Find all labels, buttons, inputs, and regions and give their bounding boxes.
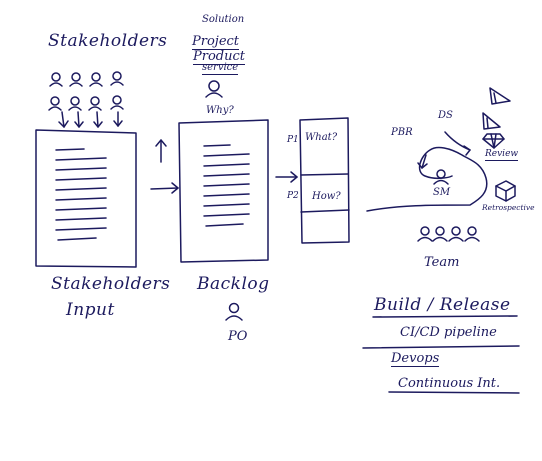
stakeholders-title: Stakeholders <box>48 31 168 51</box>
team-label: Team <box>424 255 460 270</box>
down-arrows <box>58 111 123 128</box>
stakeholder-people-icons <box>48 71 124 111</box>
what-how-box <box>299 117 350 244</box>
p1-label: P1 <box>287 135 299 145</box>
cicd-label: CI/CD pipeline <box>400 325 497 340</box>
person-icon <box>433 169 449 185</box>
arrow-icon <box>58 111 69 128</box>
person-icon <box>464 226 480 242</box>
backlog-label: Backlog <box>197 274 270 294</box>
project-label: Project <box>192 34 240 50</box>
solution-label: Solution <box>202 14 245 25</box>
cube-icon <box>495 180 516 202</box>
retrospective-label: Retrospective <box>482 203 535 212</box>
arrow-icon <box>155 139 167 163</box>
diamond-icon <box>482 133 505 149</box>
person-icon <box>417 226 433 242</box>
person-icon <box>68 96 82 111</box>
person-icon <box>48 96 62 111</box>
person-icon <box>225 302 243 321</box>
how-label: How? <box>312 191 341 202</box>
backlog-document <box>178 119 269 263</box>
arrow-icon <box>113 111 123 127</box>
person-icon <box>69 72 83 87</box>
person-icon <box>205 80 223 98</box>
ds-label: DS <box>438 110 453 121</box>
sm-label: SM <box>433 187 451 198</box>
person-icon <box>88 96 102 111</box>
triangle-icon <box>482 112 501 130</box>
review-label: Review <box>485 149 519 161</box>
build-release-label: Build / Release <box>374 295 511 315</box>
arrow-icon <box>74 111 84 128</box>
arrow-icon <box>275 171 298 183</box>
what-label: What? <box>305 132 338 143</box>
po-label: PO <box>228 329 248 344</box>
triangle-icon <box>489 87 511 105</box>
continuous-integration-label: Continuous Int. <box>398 376 501 391</box>
why-label: Why? <box>206 105 234 116</box>
arrow-icon <box>93 111 103 128</box>
person-icon <box>89 72 103 87</box>
stakeholders-input-label-1: Stakeholders <box>51 274 171 294</box>
arrow-icon <box>150 182 179 194</box>
pbr-label: PBR <box>391 127 413 138</box>
person-icon <box>49 72 63 87</box>
product-label: Product <box>193 49 245 65</box>
stakeholder-input-document <box>35 129 137 268</box>
stakeholders-input-label-2: Input <box>66 300 115 320</box>
team-people-icons <box>417 226 480 242</box>
devops-label: Devops <box>391 351 440 367</box>
person-icon <box>110 71 124 86</box>
p2-label: P2 <box>287 191 299 201</box>
person-icon <box>110 95 124 110</box>
person-icon <box>448 226 464 242</box>
service-label: service <box>202 62 239 75</box>
person-icon <box>432 226 448 242</box>
